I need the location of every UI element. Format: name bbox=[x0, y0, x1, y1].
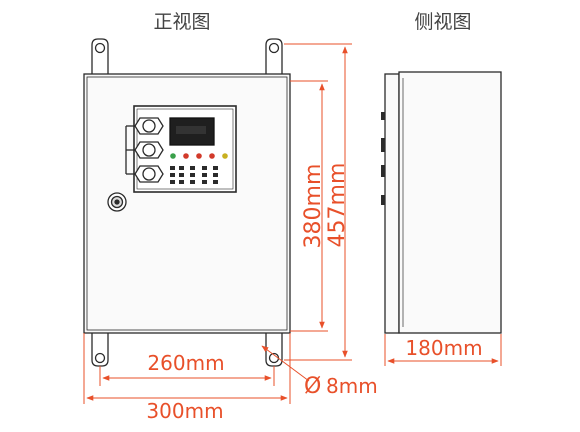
label-depth: 180mm bbox=[405, 336, 482, 360]
keypad-button bbox=[202, 166, 207, 170]
keypad-buttons bbox=[170, 166, 218, 184]
display-segments bbox=[176, 126, 206, 134]
hole-leader-line bbox=[261, 345, 310, 382]
keypad-button bbox=[170, 173, 175, 177]
keypad-button bbox=[213, 180, 218, 184]
front-view-title: 正视图 bbox=[153, 11, 210, 33]
mount-ear-bottom-left bbox=[91, 333, 109, 367]
indicator-red-icon bbox=[209, 153, 215, 159]
sensor-head-top bbox=[126, 117, 164, 135]
indicator-green-icon bbox=[170, 153, 176, 159]
front-dimensions bbox=[83, 43, 352, 404]
indicator-yellow-icon bbox=[222, 153, 228, 159]
keypad-button bbox=[213, 173, 218, 177]
keypad-button bbox=[190, 180, 195, 184]
side-view bbox=[381, 71, 502, 334]
label-mount-spacing: 260mm bbox=[147, 351, 224, 375]
indicator-red-icon bbox=[196, 153, 202, 159]
label-total-width: 300mm bbox=[146, 399, 223, 423]
front-door-inset bbox=[86, 76, 288, 331]
side-view-title: 侧视图 bbox=[414, 11, 471, 33]
keypad-button bbox=[170, 166, 175, 170]
side-lock-profile bbox=[381, 195, 385, 205]
front-view bbox=[83, 38, 291, 367]
keypad-button bbox=[179, 166, 184, 170]
diameter-symbol: Ø bbox=[304, 374, 321, 399]
keypad-button bbox=[202, 180, 207, 184]
indicator-lights bbox=[170, 153, 228, 159]
side-dimensions bbox=[384, 334, 502, 366]
side-hinge bbox=[381, 138, 385, 152]
keypad-button bbox=[202, 173, 207, 177]
keypad-button bbox=[170, 180, 175, 184]
sensor-head-bottom bbox=[126, 165, 164, 183]
side-enclosure bbox=[398, 71, 502, 334]
side-hinge bbox=[381, 112, 385, 120]
keypad-button bbox=[190, 166, 195, 170]
mount-ear-bottom-right bbox=[265, 333, 283, 367]
door-lock-icon bbox=[107, 192, 127, 212]
label-total-height: 457mm bbox=[325, 163, 350, 248]
label-inner-height: 380mm bbox=[301, 164, 326, 249]
keypad-button bbox=[179, 173, 184, 177]
side-door-profile bbox=[384, 73, 400, 334]
keypad-button bbox=[179, 180, 184, 184]
keypad-button bbox=[190, 173, 195, 177]
side-hinge bbox=[381, 165, 385, 177]
mount-ear-top-left bbox=[91, 38, 109, 74]
indicator-red-icon bbox=[183, 153, 189, 159]
side-components bbox=[381, 112, 385, 205]
label-hole-diameter: 8mm bbox=[326, 374, 378, 398]
mount-ear-top-right bbox=[265, 38, 283, 74]
sensor-head-middle bbox=[126, 141, 164, 159]
keypad-button bbox=[213, 166, 218, 170]
